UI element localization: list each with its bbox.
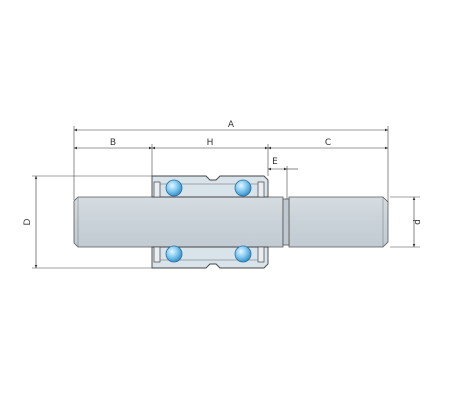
balls [165, 179, 252, 263]
label-D: D [23, 218, 33, 225]
dimension-lines [34, 128, 416, 268]
label-H: H [207, 138, 214, 148]
seal-bottom-right [257, 246, 265, 263]
label-d: d [413, 219, 423, 225]
seal-top-right [257, 181, 265, 198]
label-A: A [228, 120, 235, 130]
seal-top-left [153, 181, 161, 198]
ball-top-right [234, 179, 252, 197]
ball-top-left [165, 179, 183, 197]
ball-bottom-left [165, 245, 183, 263]
dimension-labels: A B H C E D d [23, 120, 423, 225]
ball-bottom-right [234, 245, 252, 263]
label-C: C [325, 138, 331, 148]
shaft-groove [282, 198, 290, 246]
shaft-left-section [73, 196, 284, 248]
label-B: B [110, 138, 116, 148]
seal-bottom-left [153, 246, 161, 263]
label-E: E [272, 157, 278, 167]
extension-lines [32, 126, 420, 269]
shaft [73, 196, 389, 248]
shaft-right-section [288, 196, 389, 248]
